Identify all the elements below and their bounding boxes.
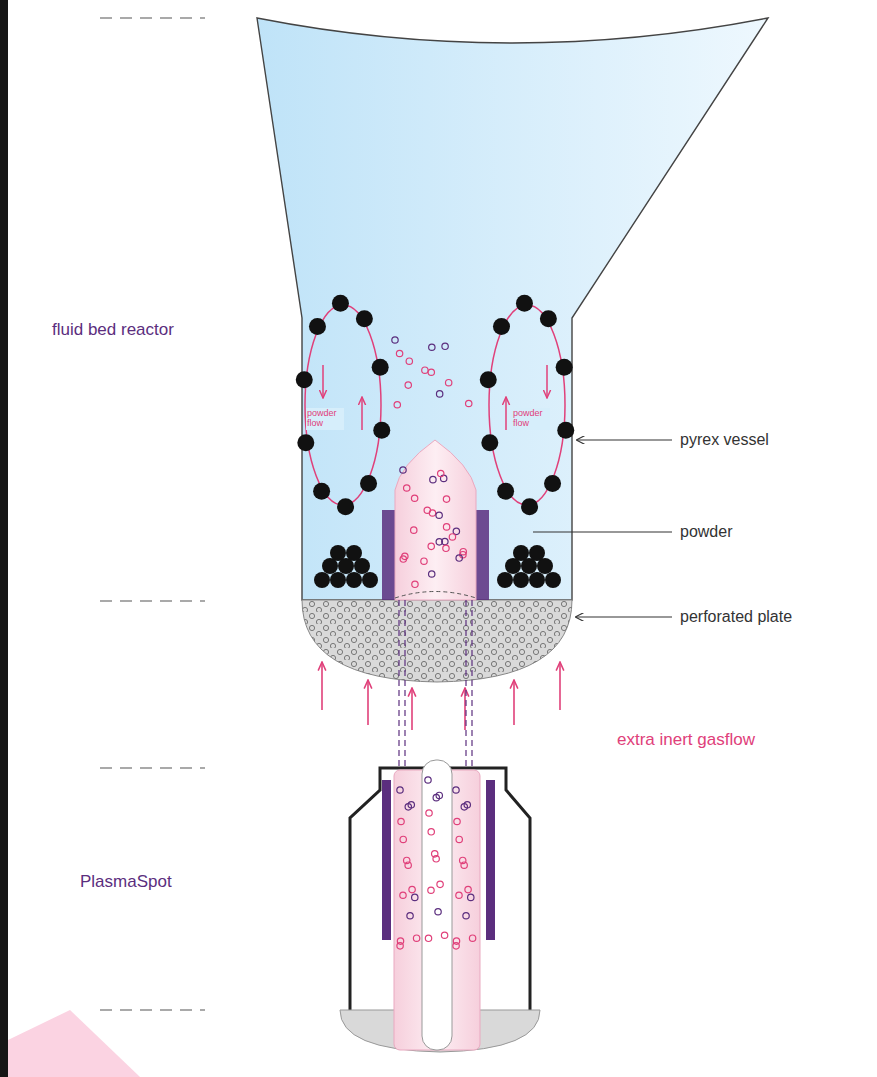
powder-particles bbox=[296, 295, 575, 588]
nozzle-wall bbox=[476, 510, 489, 600]
part-label: perforated plate bbox=[680, 607, 792, 626]
leader-lines bbox=[533, 440, 672, 617]
flow-label: powder flow bbox=[306, 408, 344, 430]
flow-label: powder flow bbox=[512, 408, 550, 430]
gasflow-arrows bbox=[322, 662, 560, 730]
pyrex-vessel bbox=[257, 18, 768, 600]
plasma-particles bbox=[392, 337, 472, 588]
electrode bbox=[486, 780, 495, 940]
part-label: fluid bed reactor bbox=[52, 320, 174, 340]
plasma-jet bbox=[395, 440, 476, 600]
corner-stripe bbox=[8, 1010, 140, 1077]
part-label: powder bbox=[680, 522, 732, 541]
plasma-particles bbox=[397, 777, 476, 949]
nozzle-wall bbox=[382, 510, 395, 600]
level-marks bbox=[100, 18, 205, 1010]
powder-flow-loop bbox=[305, 305, 565, 505]
flow-label: extra inert gasflow bbox=[617, 730, 755, 750]
electrode bbox=[382, 780, 391, 940]
feed-lines bbox=[399, 600, 472, 770]
perforated-plate bbox=[302, 600, 572, 682]
part-label: pyrex vessel bbox=[680, 430, 769, 449]
panel bbox=[8, 0, 877, 1077]
part-label: PlasmaSpot bbox=[80, 872, 172, 892]
gas-tube bbox=[422, 760, 452, 1050]
